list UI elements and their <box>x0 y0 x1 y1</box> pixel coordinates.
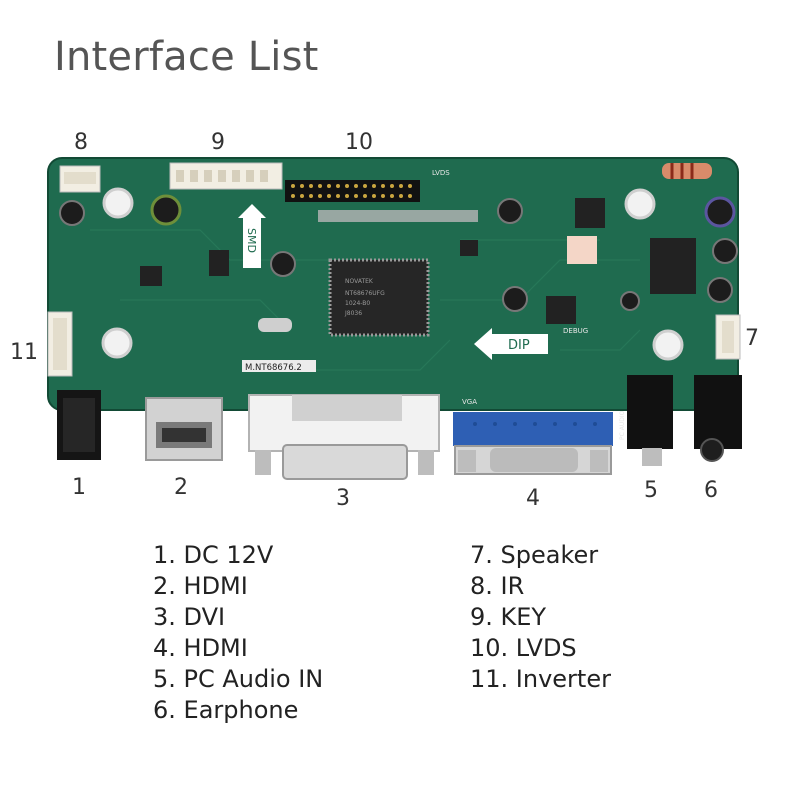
dip-arrow: DIP <box>474 328 548 360</box>
svg-text:PC AUDIO: PC AUDIO <box>619 410 626 440</box>
earphone-jack <box>694 375 742 462</box>
dvi-port <box>248 394 440 480</box>
callout-6: 6 <box>704 478 718 503</box>
lvds-silk: LVDS <box>432 169 450 177</box>
heat-pad <box>567 236 597 264</box>
legend-right: 7. Speaker 8. IR 9. KEY 10. LVDS 11. Inv… <box>470 540 611 695</box>
lvds-header <box>285 180 420 202</box>
svg-text:SMD: SMD <box>245 228 258 253</box>
callout-11: 11 <box>10 340 38 365</box>
callout-2: 2 <box>174 475 188 500</box>
legend-item-speaker: 7. Speaker <box>470 541 599 569</box>
legend-item-ir: 8. IR <box>470 572 525 600</box>
legend-item-hdmi: 2. HDMI <box>153 572 248 600</box>
svg-text:VGA: VGA <box>462 398 477 406</box>
capacitors <box>59 194 738 312</box>
board-svg: LVDS SMD NOVATEK NT68676UFG 1024-B0 J803… <box>47 157 742 480</box>
svg-text:DIP: DIP <box>508 338 530 353</box>
callout-7: 7 <box>745 326 759 351</box>
model-label-bg <box>242 360 316 372</box>
legend-item-pc-audio-in: 5. PC Audio IN <box>153 665 324 693</box>
hdmi-port <box>145 397 223 461</box>
svg-text:NOVATEK: NOVATEK <box>345 278 374 285</box>
legend-item-earphone: 6. Earphone <box>153 696 299 724</box>
callout-3: 3 <box>336 486 350 511</box>
board-illustration: LVDS SMD NOVATEK NT68676UFG 1024-B0 J803… <box>47 157 742 480</box>
smd-arrow: SMD <box>238 204 266 268</box>
resistor <box>662 163 712 179</box>
main-chip: NOVATEK NT68676UFG 1024-B0 J8036 <box>328 258 430 337</box>
legend-item-lvds: 10. LVDS <box>470 634 577 662</box>
svg-text:1024-B0: 1024-B0 <box>345 300 370 307</box>
svg-text:NT68676UFG: NT68676UFG <box>345 290 385 297</box>
callout-1: 1 <box>72 475 86 500</box>
legend-item-dc-12v: 1. DC 12V <box>153 541 274 569</box>
page-title: Interface List <box>54 34 319 80</box>
legend-item-inverter: 11. Inverter <box>470 665 611 693</box>
callout-8: 8 <box>74 130 88 155</box>
callout-10: 10 <box>345 130 373 155</box>
svg-text:J8036: J8036 <box>344 310 362 317</box>
pc-audio-jack <box>627 375 673 466</box>
model-label: M.NT68676.2 <box>245 363 302 373</box>
vga-port <box>453 412 613 475</box>
callout-9: 9 <box>211 130 225 155</box>
callout-4: 4 <box>526 486 540 511</box>
legend-item-key: 9. KEY <box>470 603 547 631</box>
legend-item-hdmi-2: 4. HDMI <box>153 634 248 662</box>
callout-5: 5 <box>644 478 658 503</box>
crystal <box>258 318 292 332</box>
svg-text:DEBUG: DEBUG <box>563 327 588 335</box>
legend-left: 1. DC 12V 2. HDMI 3. DVI 4. HDMI 5. PC A… <box>153 540 323 726</box>
legend-item-dvi: 3. DVI <box>153 603 226 631</box>
